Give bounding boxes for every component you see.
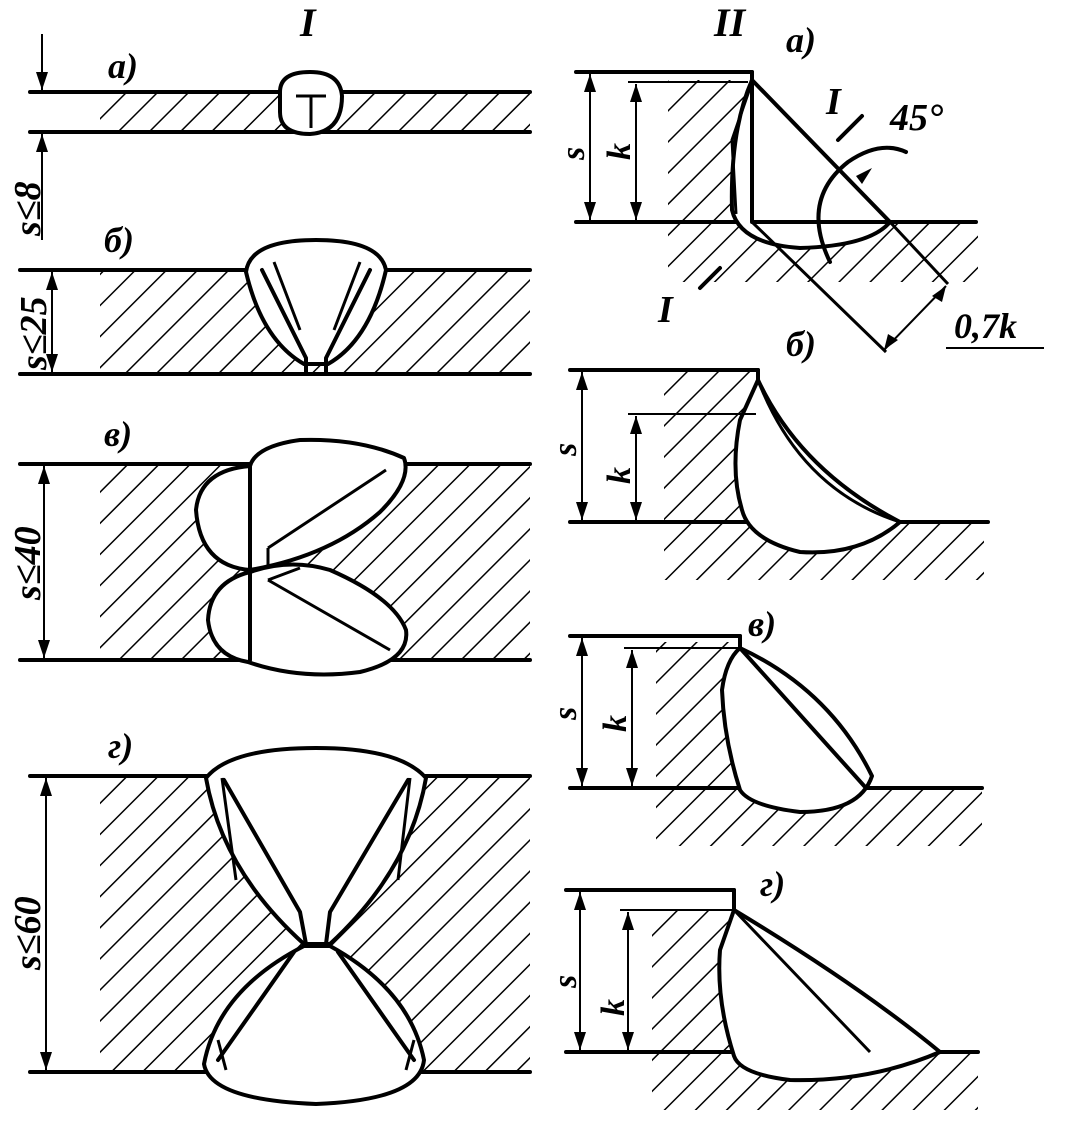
- s-label: s: [555, 147, 592, 161]
- panel-I-a: s≤8 а): [7, 34, 532, 240]
- panel-II-a: 0,7k 45° I I s k а): [555, 20, 1044, 354]
- k-label: k: [601, 467, 638, 484]
- panel-II-b: s k б): [547, 324, 990, 580]
- panel-letter: а): [786, 20, 816, 60]
- section-mark: I: [657, 289, 674, 331]
- weld-bead: [204, 746, 428, 946]
- thickness-label: s≤25: [13, 296, 55, 371]
- weld-bead: [244, 238, 388, 366]
- k-label: k: [601, 143, 638, 160]
- weld-bead: [202, 944, 426, 1106]
- panel-letter: в): [748, 604, 776, 644]
- panel-I-b: s≤25 б): [13, 220, 532, 376]
- section-mark: I: [825, 81, 842, 123]
- panel-letter: г): [108, 726, 133, 766]
- s-label: s: [547, 975, 584, 989]
- thickness-label: s≤40: [7, 526, 49, 601]
- panel-letter: г): [760, 864, 785, 904]
- s-label: s: [547, 707, 584, 721]
- k-label: k: [595, 999, 632, 1016]
- column-label-II: II: [713, 0, 747, 45]
- thickness-label: s≤8: [7, 181, 49, 237]
- weld-bead: [206, 562, 409, 677]
- k-label: k: [597, 715, 634, 732]
- panel-I-d: s≤60 г): [7, 726, 532, 1106]
- panel-I-c: s≤40 в): [7, 414, 532, 677]
- panel-II-d: s k г): [547, 864, 980, 1110]
- panel-II-c: s k в): [547, 604, 984, 846]
- column-label-I: I: [299, 0, 317, 45]
- throat-label: 0,7k: [954, 306, 1017, 346]
- panel-letter: а): [108, 46, 138, 86]
- panel-letter: в): [104, 414, 132, 454]
- thickness-label: s≤60: [7, 896, 49, 971]
- s-label: s: [547, 443, 584, 457]
- panel-letter: б): [786, 324, 816, 364]
- angle-label: 45°: [889, 97, 943, 139]
- panel-letter: б): [104, 220, 134, 260]
